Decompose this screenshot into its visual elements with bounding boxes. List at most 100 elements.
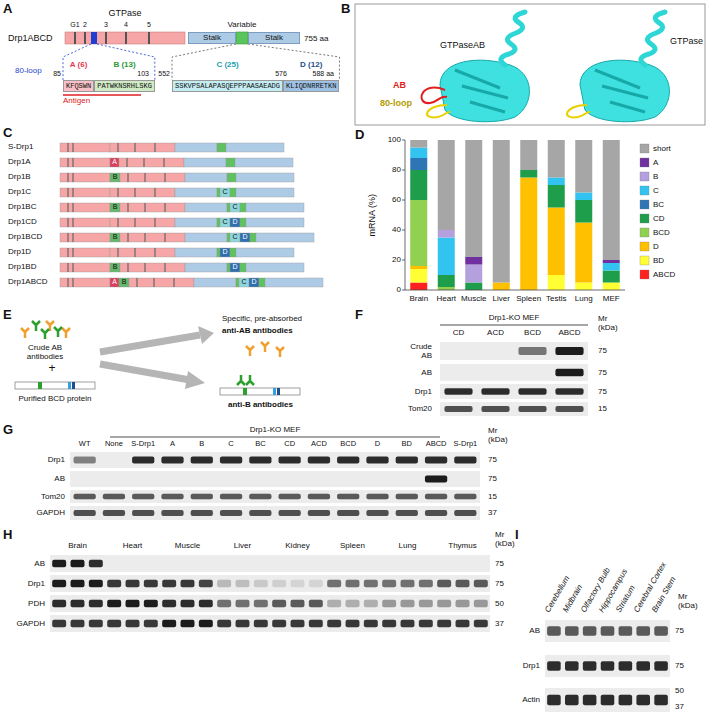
label-text: C: [3, 126, 12, 141]
blot-band: [346, 620, 360, 627]
g-motif: [144, 203, 145, 212]
blot-band: [74, 494, 96, 500]
label-text: Drp1B: [8, 172, 31, 181]
label-text: 588 aa: [313, 70, 334, 78]
blot-band: [220, 494, 242, 500]
bar-segment: [465, 140, 482, 257]
label-text: CD: [284, 440, 295, 449]
blot-band: [337, 456, 359, 463]
y-axis: [405, 140, 406, 290]
sequence-box: D (12)KLIQDNRRETKN: [283, 80, 339, 92]
label-text: PDH: [28, 599, 45, 608]
blot-band: [249, 456, 271, 463]
g-motif: [127, 173, 128, 182]
label-text: A: [112, 278, 117, 286]
blot-band: [191, 510, 213, 516]
label-text: B: [113, 263, 118, 271]
bar-segment: [410, 266, 427, 269]
label-text: Specific, pre-absorbed: [222, 314, 302, 323]
label-text: B: [122, 278, 127, 286]
label-text: AB: [54, 474, 65, 483]
label-text: 0: [397, 285, 401, 294]
label-text: Lung: [399, 541, 417, 550]
blot-band: [364, 600, 378, 607]
label-text: ABCD: [426, 440, 447, 449]
stalk-domain: [246, 263, 304, 272]
blot-band: [481, 388, 509, 395]
g-motif: [143, 158, 144, 167]
label-text: 80-loop: [15, 66, 42, 75]
region-header: D (12): [300, 60, 322, 69]
blot-background: [70, 471, 480, 487]
stalk-domain: [185, 263, 227, 272]
label-text: 755 aa: [304, 34, 328, 43]
g-motif: [67, 278, 68, 287]
blot-band: [181, 580, 195, 587]
blot-background: [545, 620, 670, 642]
label-text: 103: [137, 70, 149, 78]
insert-box: [230, 233, 240, 242]
label-text: GTPaseAB: [440, 40, 485, 50]
label-text: C: [241, 278, 246, 286]
blot-band: [52, 560, 66, 567]
g-motif: [84, 32, 86, 44]
blot-band: [308, 456, 330, 463]
variable-domain: [236, 32, 248, 44]
insert-box: [239, 278, 249, 287]
c-region: [273, 388, 276, 395]
arrow-head: [185, 371, 205, 389]
blot-band: [382, 600, 396, 607]
insert-box: [230, 203, 240, 212]
g-motif: [105, 32, 107, 44]
g-motif: [67, 218, 68, 227]
gtpase-domain: [60, 263, 110, 272]
d-region: [277, 388, 280, 395]
b-region: [243, 388, 247, 395]
legend-swatch: [640, 144, 649, 153]
blot-background: [545, 655, 670, 677]
label-text: GTPase: [670, 36, 703, 46]
label-text: I: [515, 528, 519, 543]
label-text: A: [112, 158, 117, 166]
label-text: 37: [488, 508, 497, 517]
blot-band: [636, 695, 650, 706]
stalk-domain: [175, 248, 217, 257]
gtpase-domain: [60, 233, 110, 242]
g-motif: [154, 218, 155, 227]
variable-domain: [236, 278, 239, 287]
antibody: [246, 346, 254, 356]
antibody: [237, 375, 245, 385]
loop-80-mark: [91, 32, 97, 44]
antibody: [32, 321, 40, 331]
variable-domain: [227, 173, 230, 182]
label-text: Antigen: [63, 96, 90, 105]
sequence-box: C (25)SSKVPSALAPASQEPPPAASAEADG: [172, 80, 283, 92]
label-text: Heart: [123, 541, 143, 550]
blot-band: [309, 580, 323, 587]
blot-background: [545, 688, 670, 712]
insert-box: [220, 218, 230, 227]
b-region: [38, 382, 42, 389]
blot-band: [327, 600, 341, 607]
label-text: 37: [675, 702, 684, 711]
label-text: C: [232, 203, 237, 211]
antibody: [62, 328, 70, 338]
variable-domain: [240, 203, 246, 212]
bar-segment: [520, 140, 537, 170]
label-text: Muscle: [461, 294, 486, 303]
region-header: C (25): [216, 60, 238, 69]
insert-box: [110, 278, 119, 287]
blot-band: [249, 510, 271, 516]
g-motif: [134, 188, 135, 197]
label-text: Tom20: [408, 404, 432, 413]
stalk-domain: [236, 188, 294, 197]
label-text: Drp1-KO MEF: [489, 313, 540, 322]
blot-band: [444, 388, 472, 395]
blot-band: [162, 600, 176, 607]
axis-tick: [402, 200, 405, 201]
variable-domain: [230, 248, 236, 257]
gtpase-domain: [60, 188, 110, 197]
variable-domain: [259, 278, 265, 287]
stalk-domain: [235, 158, 293, 167]
gtpase-domain: [129, 278, 194, 287]
